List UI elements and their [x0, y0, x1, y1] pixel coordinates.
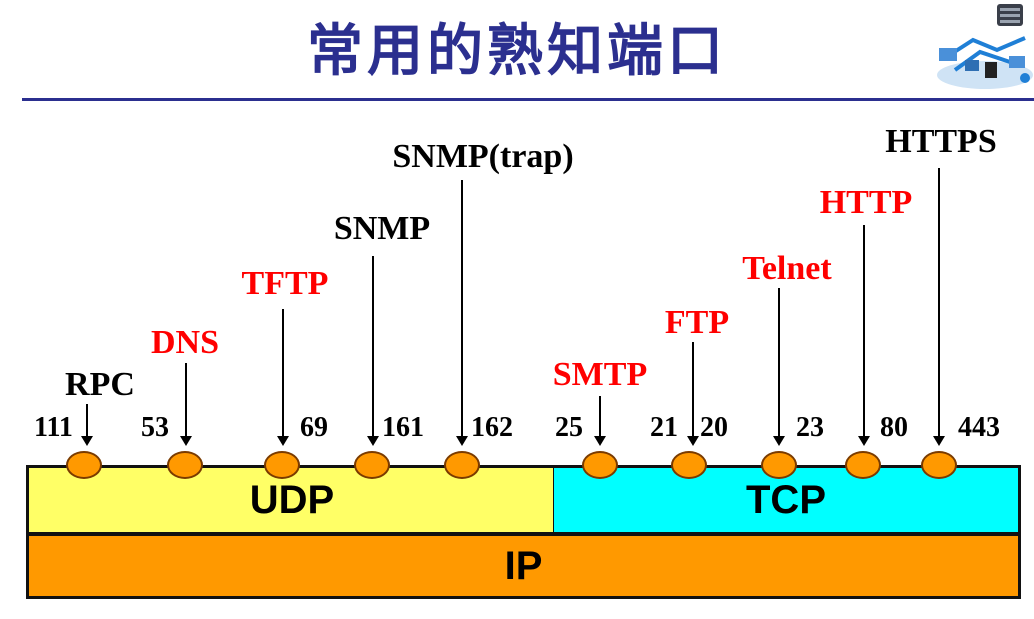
port-circle-snmp — [354, 451, 390, 479]
protocol-smtp: SMTP — [552, 356, 648, 393]
port-69: 69 — [300, 412, 328, 443]
port-circle-http — [845, 451, 881, 479]
protocol-rpc: RPC — [65, 366, 135, 403]
port-circle-rpc — [66, 451, 102, 479]
arrow-dns — [180, 363, 192, 446]
port-circle-tftp — [264, 451, 300, 479]
protocol-tftp: TFTP — [241, 265, 329, 302]
ip-layer: IP — [26, 533, 1021, 599]
protocol-dns: DNS — [150, 324, 220, 361]
port-23: 23 — [796, 412, 824, 443]
port-25: 25 — [555, 412, 583, 443]
port-162: 162 — [471, 412, 513, 443]
port-circle-telnet — [761, 451, 797, 479]
ip-label: IP — [504, 543, 543, 588]
tcp-label: TCP — [746, 477, 826, 522]
port-111: 111 — [34, 412, 73, 443]
protocol-snmp: SNMP — [333, 210, 431, 247]
protocol-telnet: Telnet — [742, 250, 832, 287]
protocol-https: HTTPS — [885, 123, 997, 160]
arrow-tftp — [277, 309, 289, 446]
arrow-smtp — [594, 396, 606, 446]
arrow-ftp — [687, 342, 699, 446]
protocol-ftp: FTP — [664, 304, 730, 341]
port-circle-dns — [167, 451, 203, 479]
port-80: 80 — [880, 412, 908, 443]
port-20: 20 — [700, 412, 728, 443]
network-logo-icon — [937, 4, 1033, 89]
protocol-http: HTTP — [819, 184, 913, 221]
protocol-snmp-trap: SNMP(trap) — [392, 138, 574, 175]
arrow-rpc — [81, 404, 93, 446]
title-divider — [22, 98, 1034, 101]
arrow-https — [933, 168, 945, 446]
port-21: 21 — [650, 412, 678, 443]
port-circle-https — [921, 451, 957, 479]
port-circle-ftp — [671, 451, 707, 479]
arrow-snmp — [367, 256, 379, 446]
page-title: 常用的熟知端口 — [307, 19, 727, 84]
arrow-snmp-trap — [456, 180, 468, 446]
port-443: 443 — [958, 412, 1000, 443]
udp-label: UDP — [249, 477, 335, 522]
arrow-http — [858, 225, 870, 446]
port-161: 161 — [382, 412, 424, 443]
port-53: 53 — [141, 412, 169, 443]
port-circle-snmp-trap — [444, 451, 480, 479]
arrow-telnet — [773, 288, 785, 446]
port-circle-smtp — [582, 451, 618, 479]
